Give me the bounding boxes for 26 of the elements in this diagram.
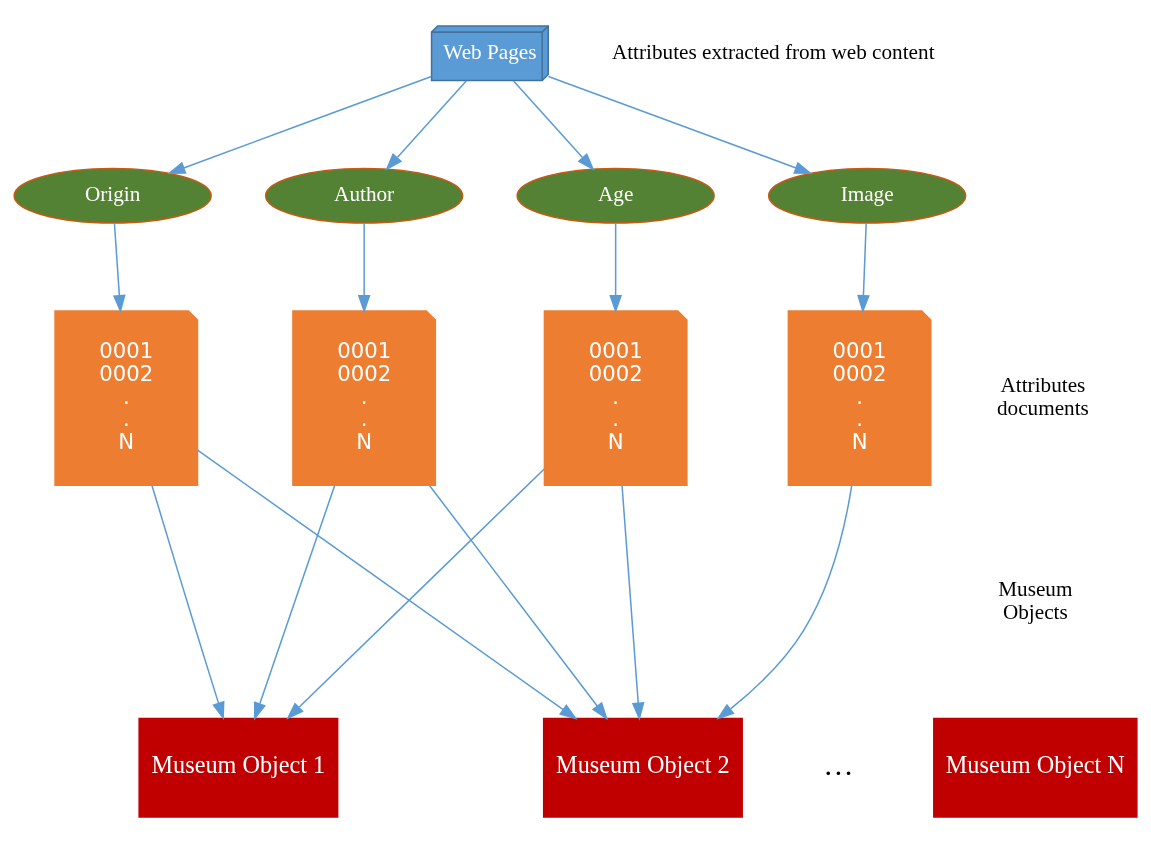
node-box: Museum Object N xyxy=(933,717,1138,818)
node-ellipse: Age xyxy=(516,167,715,224)
arrow xyxy=(167,75,433,175)
arrow xyxy=(547,75,813,175)
label: Attributes extracted from web content xyxy=(611,39,935,64)
arrow xyxy=(621,484,645,721)
arrow xyxy=(357,222,371,314)
arrow xyxy=(151,484,225,721)
arrow xyxy=(716,484,853,720)
arrow xyxy=(857,222,870,314)
arrow xyxy=(253,484,336,721)
arrow xyxy=(512,80,595,171)
arrow xyxy=(609,222,623,314)
label: … xyxy=(823,748,854,783)
arrow xyxy=(112,222,126,314)
node-ellipse: Image xyxy=(767,167,967,224)
node-ellipse: Author xyxy=(264,167,464,224)
arrow xyxy=(286,468,545,720)
node-box: Museum Object 1 xyxy=(138,717,339,818)
node-ellipse: Origin xyxy=(13,167,212,224)
node-box: Museum Object 2 xyxy=(542,717,743,818)
arrow xyxy=(196,449,578,720)
label: Museum Objects xyxy=(998,577,1073,624)
arrow xyxy=(385,80,467,171)
label: Attributes documents xyxy=(996,373,1089,420)
arrow xyxy=(428,484,608,721)
